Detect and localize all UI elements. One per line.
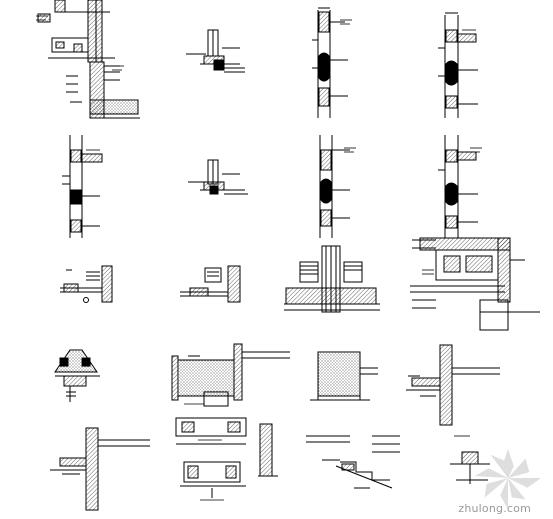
detail-parapet-2 — [188, 160, 248, 194]
detail-parapet-1 — [186, 30, 245, 72]
watermark-logo — [469, 443, 547, 513]
detail-beam-section — [410, 238, 540, 330]
detail-drain-1 — [60, 266, 112, 303]
detail-column-3 — [62, 135, 102, 238]
detail-column-4 — [320, 135, 350, 238]
watermark-flower-icon — [474, 448, 542, 510]
detail-gutter-plan — [176, 418, 278, 498]
detail-trench-2 — [310, 352, 378, 400]
detail-column-base — [284, 246, 380, 312]
detail-sill — [450, 452, 490, 484]
detail-column-1 — [312, 8, 348, 118]
detail-pit — [55, 350, 100, 402]
detail-eave — [406, 345, 500, 425]
detail-drain-2 — [180, 266, 240, 302]
annotation-marks — [36, 16, 482, 500]
watermark-text: zhulong.com — [458, 502, 531, 515]
detail-stair — [306, 436, 400, 488]
detail-wall-foot-2 — [50, 428, 150, 510]
detail-wall-foot-1 — [38, 0, 140, 118]
detail-trench-1 — [172, 344, 290, 406]
detail-column-5 — [438, 135, 478, 238]
detail-column-2 — [438, 13, 478, 118]
